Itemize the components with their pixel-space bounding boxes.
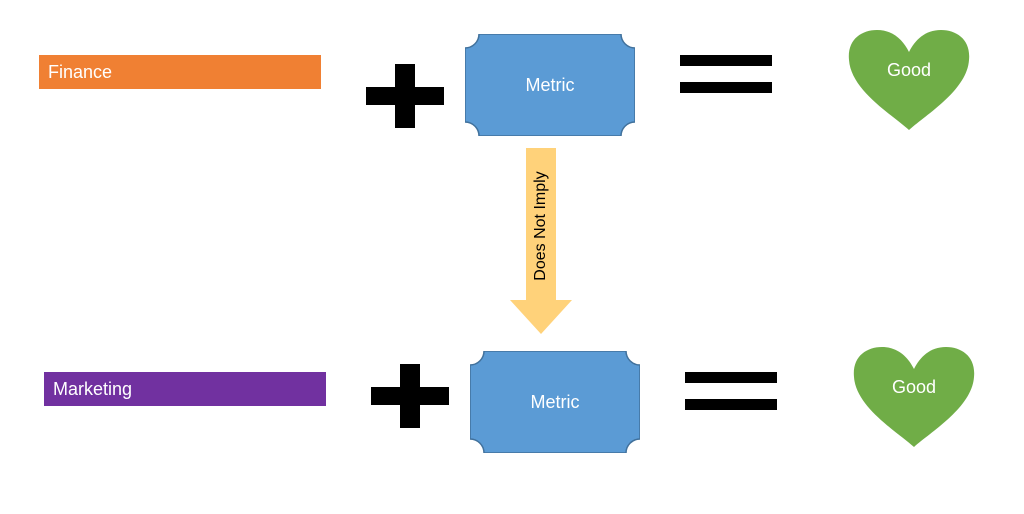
metric-box-2: Metric <box>470 351 640 453</box>
arrow-label: Does Not Imply <box>532 171 549 281</box>
equals-sign-2 <box>685 372 777 410</box>
finance-label: Finance <box>39 55 321 89</box>
heart-label-2: Good <box>891 377 937 397</box>
plus-sign-1 <box>366 64 444 128</box>
equals-sign-1 <box>680 55 772 93</box>
heart-1: Good <box>847 30 971 132</box>
marketing-label-text: Marketing <box>53 378 133 399</box>
metric-label-1: Metric <box>525 74 575 95</box>
heart-label-1: Good <box>886 60 932 80</box>
plus-sign-2 <box>371 364 449 428</box>
marketing-label: Marketing <box>44 372 326 406</box>
metric-box-1: Metric <box>465 34 635 136</box>
metric-label-2: Metric <box>530 391 580 412</box>
does-not-imply-arrow: Does Not Imply <box>510 148 572 334</box>
heart-2: Good <box>852 347 976 449</box>
finance-label-text: Finance <box>48 61 113 82</box>
